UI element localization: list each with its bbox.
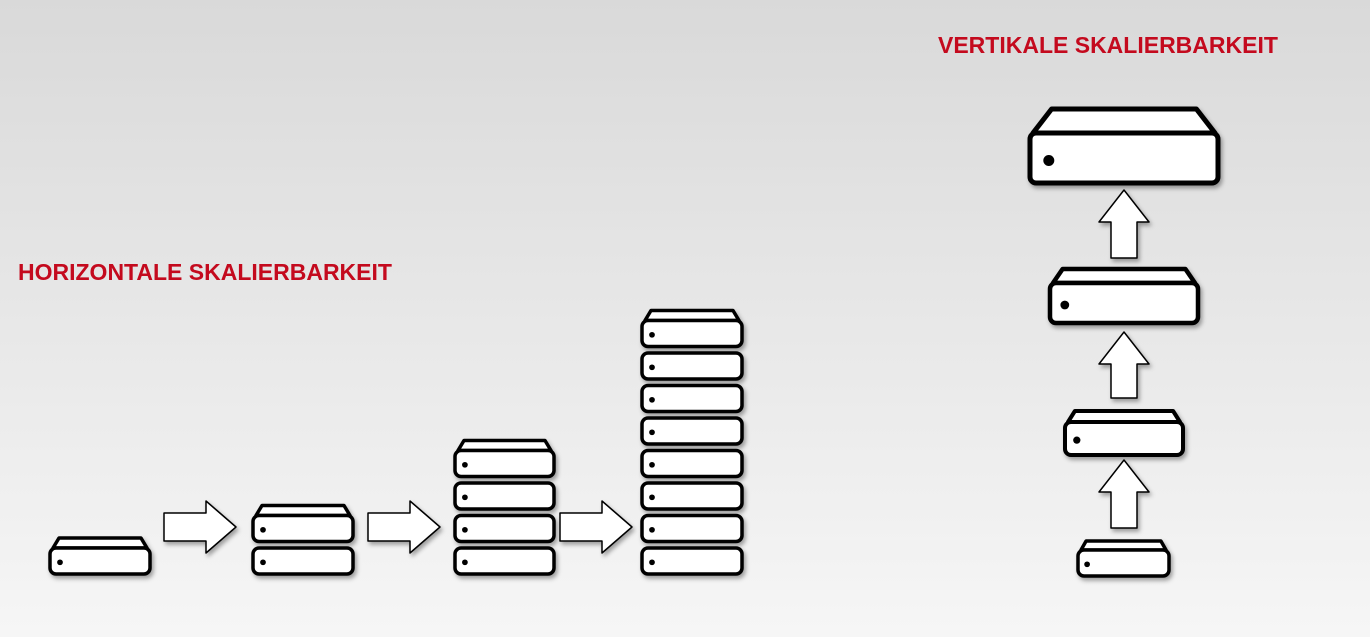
- arrow-right-icon: [559, 500, 633, 554]
- vertical-scaling-title: VERTIKALE SKALIERBARKEIT: [938, 32, 1278, 58]
- server-stage: [1047, 266, 1201, 326]
- server-icon: [640, 416, 744, 446]
- server-icon: [453, 513, 556, 544]
- server-icon: [251, 503, 355, 544]
- server-icon: [251, 546, 355, 576]
- horizontal-scaling-group: [48, 308, 744, 576]
- server-stack: [453, 438, 556, 576]
- server-icon: [640, 383, 744, 414]
- server-icon: [453, 546, 556, 576]
- server-icon: [48, 536, 152, 576]
- server-icon: [1063, 409, 1185, 457]
- server-icon: [640, 448, 744, 479]
- server-stage: [1076, 539, 1171, 578]
- horizontal-scaling-title: HORIZONTALE SKALIERBARKEIT: [18, 259, 392, 285]
- arrow-right-icon: [367, 500, 441, 554]
- server-stage: [1027, 106, 1221, 186]
- arrow-up-icon: [1098, 459, 1150, 529]
- server-icon: [640, 351, 744, 381]
- server-stage: [1063, 409, 1185, 457]
- arrow-up-icon: [1098, 331, 1150, 399]
- server-icon: [453, 481, 556, 511]
- server-icon: [640, 308, 744, 349]
- arrow-up-icon: [1098, 189, 1150, 259]
- server-icon: [453, 438, 556, 479]
- server-icon: [1076, 539, 1171, 578]
- server-icon: [1047, 266, 1201, 326]
- server-icon: [640, 513, 744, 544]
- server-icon: [1027, 106, 1221, 186]
- arrow-right-icon: [163, 500, 237, 554]
- server-icon: [640, 546, 744, 576]
- server-stack: [251, 503, 355, 576]
- server-stack: [48, 536, 152, 576]
- server-stack: [640, 308, 744, 576]
- server-icon: [640, 481, 744, 511]
- vertical-scaling-group: [1027, 106, 1221, 578]
